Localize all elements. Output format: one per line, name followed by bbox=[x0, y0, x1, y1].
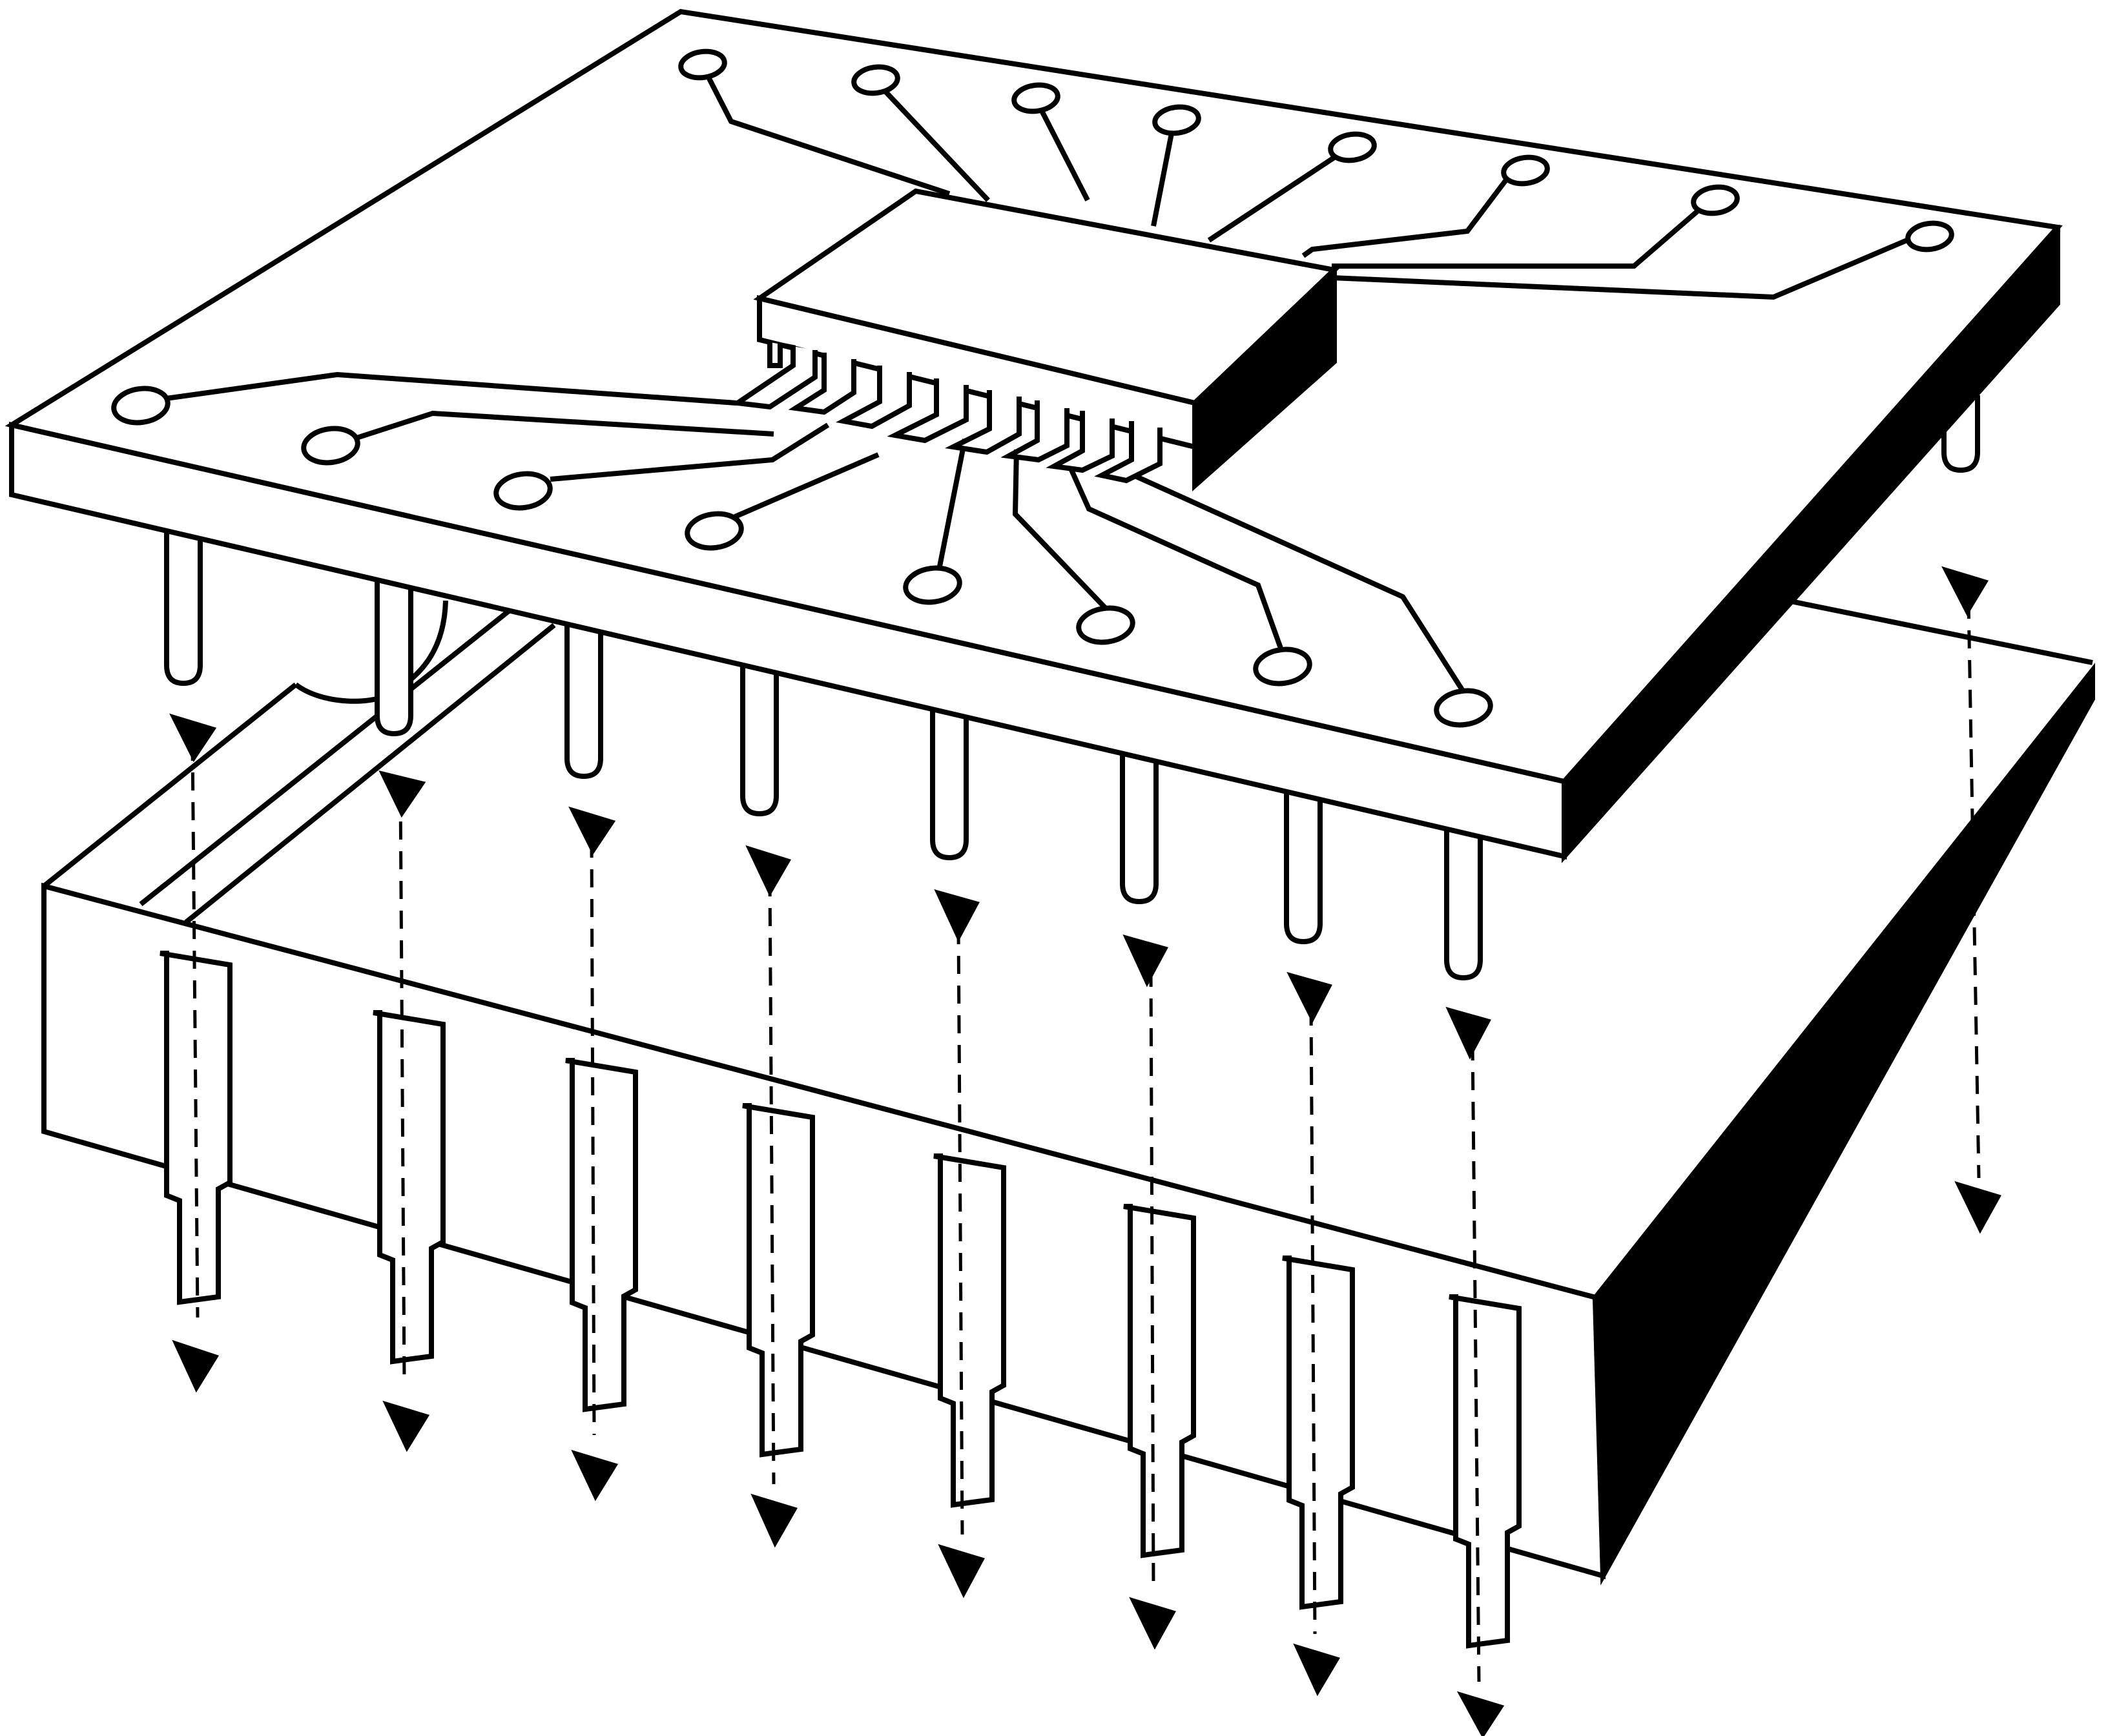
trace-top-5 bbox=[1207, 145, 1352, 243]
pad-left-1 bbox=[111, 386, 170, 426]
contact-1 bbox=[160, 953, 230, 1302]
pad-left-3 bbox=[493, 471, 553, 511]
trace-top-8 bbox=[1331, 235, 1914, 300]
board-pin-3 bbox=[564, 624, 603, 780]
board-pin-5 bbox=[930, 708, 969, 861]
contact-7 bbox=[1283, 1258, 1352, 1607]
housing-hook bbox=[294, 600, 448, 704]
trace-top-1 bbox=[700, 65, 951, 196]
chip-lead-8 bbox=[1094, 421, 1162, 484]
arrowhead-6a bbox=[1122, 934, 1168, 987]
pad-top-8 bbox=[1905, 220, 1954, 253]
insertion-arrows bbox=[169, 566, 2001, 1736]
trace-bottom-4 bbox=[1124, 469, 1465, 692]
board-pin-6 bbox=[1120, 752, 1159, 905]
board-pin-1 bbox=[164, 530, 203, 687]
pad-left-4 bbox=[685, 511, 744, 551]
trace-left-4 bbox=[734, 452, 880, 519]
pad-top-4 bbox=[1152, 104, 1201, 136]
trace-top-6 bbox=[1301, 171, 1514, 258]
chip-lead-3 bbox=[836, 366, 912, 429]
chip-lead-5 bbox=[944, 390, 1022, 455]
pad-bottom-1 bbox=[903, 565, 962, 605]
arrowhead-2b bbox=[382, 1400, 430, 1452]
board-pin-7 bbox=[1284, 793, 1323, 945]
contact-6 bbox=[1124, 1206, 1194, 1555]
pad-bottom-4 bbox=[1434, 688, 1493, 728]
trace-left-3 bbox=[550, 422, 830, 482]
trace-bottom-2 bbox=[1012, 449, 1110, 613]
board-pin-2 bbox=[375, 581, 413, 737]
board-pin-8 bbox=[1444, 829, 1483, 981]
housing-rail-1 bbox=[139, 603, 517, 907]
contact-8 bbox=[1449, 1297, 1519, 1646]
trace-left-1 bbox=[161, 371, 737, 406]
chip-lead-4 bbox=[887, 378, 969, 444]
housing-back-edge bbox=[1787, 598, 2093, 665]
contact-3 bbox=[566, 1060, 636, 1409]
pad-top-2 bbox=[851, 64, 900, 96]
pad-top-3 bbox=[1011, 82, 1060, 114]
arrowhead-3a bbox=[568, 806, 616, 855]
connector-housing bbox=[41, 598, 2095, 1586]
contact-4 bbox=[743, 1106, 812, 1454]
arrowhead-9b bbox=[1954, 1181, 2001, 1234]
arrowhead-2a bbox=[378, 770, 426, 818]
arrowhead-9a bbox=[1941, 566, 1989, 617]
arrowhead-5a bbox=[934, 889, 980, 942]
board-pads bbox=[111, 48, 1954, 728]
arrowhead-4a bbox=[745, 845, 791, 897]
trace-bottom-1 bbox=[936, 439, 967, 570]
contact-5 bbox=[934, 1156, 1004, 1505]
arrowhead-6b bbox=[1129, 1596, 1176, 1650]
arrowhead-3b bbox=[571, 1449, 619, 1502]
arrowhead-8a bbox=[1445, 1006, 1491, 1060]
chip-leads bbox=[730, 342, 1162, 484]
trace-left-2 bbox=[351, 410, 774, 442]
pad-top-6 bbox=[1501, 154, 1550, 187]
arrowhead-8b bbox=[1456, 1691, 1505, 1736]
trace-top-4 bbox=[1151, 119, 1177, 227]
chip-lead-7 bbox=[1046, 411, 1115, 473]
pad-top-5 bbox=[1328, 131, 1377, 163]
trace-bottom-3 bbox=[1064, 459, 1285, 655]
arrowhead-1b bbox=[172, 1339, 220, 1393]
pad-top-7 bbox=[1691, 184, 1740, 216]
pad-left-2 bbox=[301, 426, 360, 466]
arrowhead-7a bbox=[1286, 971, 1332, 1024]
ic-chip bbox=[730, 188, 1340, 491]
trace-top-7 bbox=[1332, 198, 1712, 269]
pad-top-1 bbox=[678, 48, 727, 81]
board-pin-4 bbox=[740, 665, 779, 817]
housing-front-face bbox=[41, 882, 1606, 1580]
arrowhead-4b bbox=[750, 1493, 798, 1548]
pad-bottom-2 bbox=[1076, 605, 1135, 645]
housing-rail-2 bbox=[184, 623, 556, 925]
trace-top-2 bbox=[875, 81, 990, 202]
arrowhead-1a bbox=[169, 713, 217, 762]
housing-top-edge bbox=[42, 682, 298, 889]
arrowhead-5b bbox=[938, 1544, 985, 1598]
chip-lead-6 bbox=[1000, 400, 1070, 463]
contact-2 bbox=[373, 1013, 443, 1361]
circuit-board bbox=[5, 8, 2063, 981]
trace-top-3 bbox=[1033, 98, 1090, 202]
pad-bottom-3 bbox=[1253, 646, 1312, 687]
board-traces bbox=[161, 65, 1914, 692]
chip-lead-2 bbox=[788, 353, 856, 415]
arrowhead-7b bbox=[1293, 1643, 1341, 1697]
chip-lead-1 bbox=[730, 342, 818, 410]
board-pins bbox=[164, 388, 1980, 981]
